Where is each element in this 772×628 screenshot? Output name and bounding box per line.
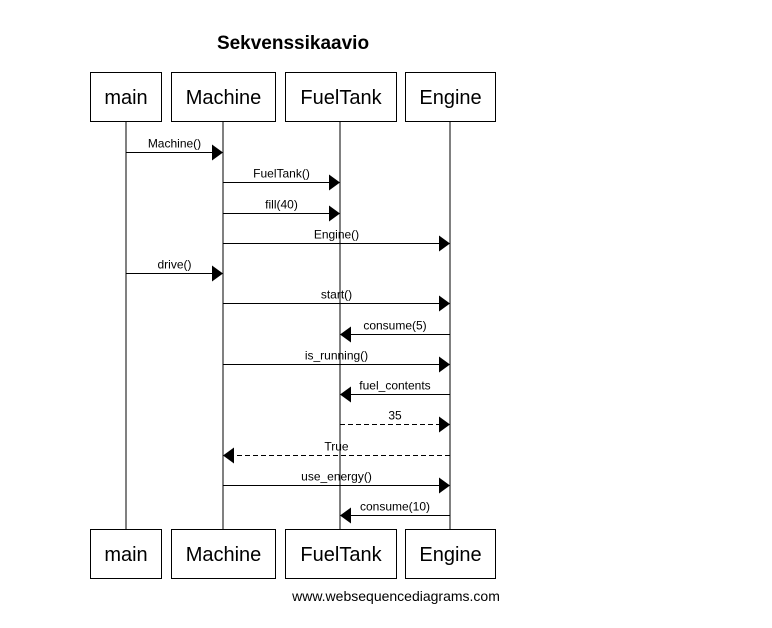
message-2: FuelTank(): [223, 167, 340, 191]
message-1: Machine(): [126, 137, 223, 161]
participant-box: [171, 72, 276, 122]
participant-label: Engine: [419, 544, 481, 566]
participant-label: Machine: [186, 87, 262, 109]
message-arrowhead: [340, 326, 351, 343]
participant-label: main: [104, 87, 147, 109]
participant-box: [90, 529, 162, 579]
message-label: fuel_contents: [359, 379, 430, 393]
message-8: is_running(): [223, 349, 450, 373]
participant-main-bottom: main: [90, 529, 162, 579]
participant-box: [90, 72, 162, 122]
message-label: consume(10): [360, 500, 430, 514]
footer-credit: www.websequencediagrams.com: [291, 588, 500, 604]
message-label: FuelTank(): [253, 167, 310, 181]
message-arrowhead: [439, 416, 450, 433]
message-label: Machine(): [148, 137, 201, 151]
lifelines: [125, 121, 451, 529]
participant-engine-bottom: Engine: [405, 529, 496, 579]
participant-label: Machine: [186, 544, 262, 566]
message-arrowhead: [212, 144, 223, 161]
message-arrowhead: [329, 174, 340, 191]
message-label: start(): [321, 288, 352, 302]
message-label: use_energy(): [301, 470, 372, 484]
participant-machine-bottom: Machine: [171, 529, 276, 579]
participant-main-top: main: [90, 72, 162, 122]
message-11: True: [223, 440, 450, 464]
message-arrowhead: [439, 295, 450, 312]
participant-box: [171, 529, 276, 579]
participant-fueltank-bottom: FuelTank: [285, 529, 397, 579]
message-label: 35: [388, 409, 402, 423]
message-arrowhead: [223, 447, 234, 464]
diagram-title: Sekvenssikaavio: [217, 33, 369, 54]
participants: mainmainMachineMachineFuelTankFuelTankEn…: [90, 72, 496, 579]
message-label: fill(40): [265, 198, 298, 212]
participant-box: [405, 72, 496, 122]
message-12: use_energy(): [223, 470, 450, 494]
message-label: is_running(): [305, 349, 368, 363]
message-3: fill(40): [223, 198, 340, 222]
message-label: True: [324, 440, 349, 454]
participant-label: main: [104, 544, 147, 566]
message-5: drive(): [126, 258, 223, 282]
message-arrowhead: [340, 386, 351, 403]
participant-label: FuelTank: [300, 544, 382, 566]
message-9: fuel_contents: [340, 379, 450, 403]
message-10: 35: [340, 409, 450, 433]
message-arrowhead: [212, 265, 223, 282]
message-arrowhead: [439, 356, 450, 373]
message-label: consume(5): [363, 319, 426, 333]
message-13: consume(10): [340, 500, 450, 524]
participant-box: [285, 72, 397, 122]
participant-fueltank-top: FuelTank: [285, 72, 397, 122]
message-6: start(): [223, 288, 450, 312]
message-arrowhead: [340, 507, 351, 524]
messages: Machine() FuelTank() fill(40) Engine() drive…: [126, 137, 450, 524]
participant-box: [285, 529, 397, 579]
message-arrowhead: [329, 205, 340, 222]
message-arrowhead: [439, 477, 450, 494]
participant-box: [405, 529, 496, 579]
message-label: drive(): [157, 258, 191, 272]
message-label: Engine(): [314, 228, 359, 242]
message-7: consume(5): [340, 319, 450, 343]
participant-label: FuelTank: [300, 87, 382, 109]
participant-engine-top: Engine: [405, 72, 496, 122]
message-arrowhead: [439, 235, 450, 252]
participant-machine-top: Machine: [171, 72, 276, 122]
message-4: Engine(): [223, 228, 450, 252]
participant-label: Engine: [419, 87, 481, 109]
